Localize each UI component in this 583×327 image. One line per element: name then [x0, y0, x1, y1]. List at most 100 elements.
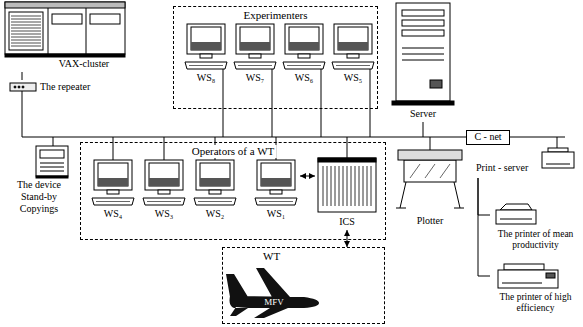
ics-rack-icon-part — [318, 158, 376, 162]
printer-icon-part — [546, 273, 555, 278]
repeater-icon — [10, 83, 36, 91]
workstation: WS₅ — [330, 22, 377, 88]
network-bus-part — [321, 69, 322, 137]
vax-cluster-icon-part — [90, 14, 120, 24]
node-label: WS₆ — [282, 72, 326, 84]
server-icon-part — [430, 80, 442, 88]
printer-icon-part — [500, 219, 532, 220]
node-label: WS₇ — [233, 72, 277, 84]
network-bus-part — [370, 69, 371, 137]
node-label: WS₁ — [254, 208, 298, 220]
backup-device: The device Stand-by Copyings — [3, 143, 75, 217]
node-label: ICS — [316, 216, 378, 228]
group-box: ExperimentersWS₈WS₇WS₆WS₅ — [173, 6, 378, 109]
vax-cluster-icon — [5, 2, 125, 57]
workstation: WS₂ — [192, 158, 239, 224]
printer-icon — [496, 204, 536, 224]
node-label: The repeater — [40, 81, 100, 93]
node-label: VAX-cluster — [40, 58, 128, 70]
workstation: WS₈ — [183, 22, 230, 88]
node-label: The printer of mean productivity — [491, 229, 580, 251]
backup-device-icon-part — [40, 163, 64, 164]
node-label: WS₂ — [193, 208, 237, 220]
vax-cluster-icon-part — [5, 54, 125, 57]
workstation: WS₆ — [281, 22, 328, 88]
print-server: Print - server — [472, 146, 578, 178]
workstation: WS₄ — [90, 158, 137, 224]
node-label: Server — [389, 108, 457, 120]
network-bus-part — [347, 137, 348, 158]
node-label: The printer of high efficiency — [491, 292, 580, 314]
plotter-icon-part — [404, 160, 456, 182]
workstation: WS₃ — [141, 158, 188, 224]
vax-cluster-icon-part — [52, 14, 82, 24]
network-bus-part — [272, 69, 273, 137]
network-bus-part — [53, 137, 54, 146]
node-label: Operators of a WT — [190, 145, 277, 158]
node-label: WS₅ — [331, 72, 375, 84]
server-icon-part — [402, 60, 444, 61]
node-label: WS₈ — [184, 72, 228, 84]
vax-cluster-icon-part — [9, 12, 43, 50]
aircraft-outline — [226, 266, 321, 318]
printer: The printer of high efficiency — [490, 262, 582, 320]
node-label: Print - server — [476, 162, 540, 174]
interface-rack: ICS — [315, 156, 380, 230]
printer-icon-part — [498, 270, 558, 288]
network-bus-part — [223, 69, 224, 137]
vax-cluster-icon-part — [11, 16, 41, 46]
server: Server — [388, 2, 459, 122]
backup-device-icon — [36, 146, 68, 178]
network-bus — [22, 69, 565, 160]
backup-device-icon-part — [40, 167, 64, 168]
workstation-icons-part — [283, 24, 325, 69]
network-bus-part — [22, 91, 23, 137]
vax-cluster-icon-part — [48, 8, 49, 54]
aircraft: MFV — [226, 266, 321, 318]
plotter-icon — [396, 150, 464, 208]
workstation-icons-part — [234, 24, 276, 69]
repeater-icon-part — [18, 86, 20, 88]
vax-cluster-icon-part — [86, 8, 87, 54]
node-label: MFV — [252, 296, 296, 308]
connector — [347, 230, 348, 247]
workstation-icons-part — [185, 24, 227, 69]
print-server-icon-part — [548, 148, 568, 152]
node-label: Plotter — [396, 215, 464, 227]
backup-device-icon-part — [36, 176, 68, 178]
aircraft-shape — [226, 268, 319, 318]
plotter-icon-part — [410, 164, 450, 178]
vax-cluster-icon-part — [5, 2, 125, 8]
plotter-icon-part — [398, 150, 462, 160]
network-bus-part — [557, 137, 558, 148]
server-icon-part — [402, 54, 444, 55]
group-box: WTMFV — [222, 247, 385, 324]
vax-cluster-icon-part — [5, 2, 125, 54]
workstation-icons-part — [143, 160, 185, 205]
node-label: C - net — [468, 131, 508, 143]
network-label: C - net — [466, 130, 510, 145]
print-server-icon — [542, 148, 574, 168]
workstation: WS₇ — [232, 22, 279, 88]
backup-device-icon-part — [40, 171, 64, 172]
printer: The printer of mean productivity — [490, 203, 582, 257]
print-server-icon-part — [542, 152, 574, 168]
connector — [300, 176, 315, 177]
server-icon-part — [402, 48, 444, 49]
repeater-icon-part — [14, 86, 16, 88]
ics-rack-icon — [318, 158, 376, 212]
repeater-icon-part — [22, 86, 24, 88]
ics-rack-icon-part — [323, 166, 371, 206]
backup-device-icon-part — [36, 146, 68, 176]
node-label: WS₄ — [91, 208, 135, 220]
computer-cluster: VAX-cluster — [5, 2, 130, 72]
repeater: The repeater — [8, 80, 102, 95]
workstation-icons-part — [92, 160, 134, 205]
connector — [22, 72, 23, 80]
network-bus-part — [164, 137, 165, 160]
server-icon — [392, 3, 454, 105]
network-bus-part — [113, 137, 114, 160]
network-bus-part — [423, 122, 424, 137]
